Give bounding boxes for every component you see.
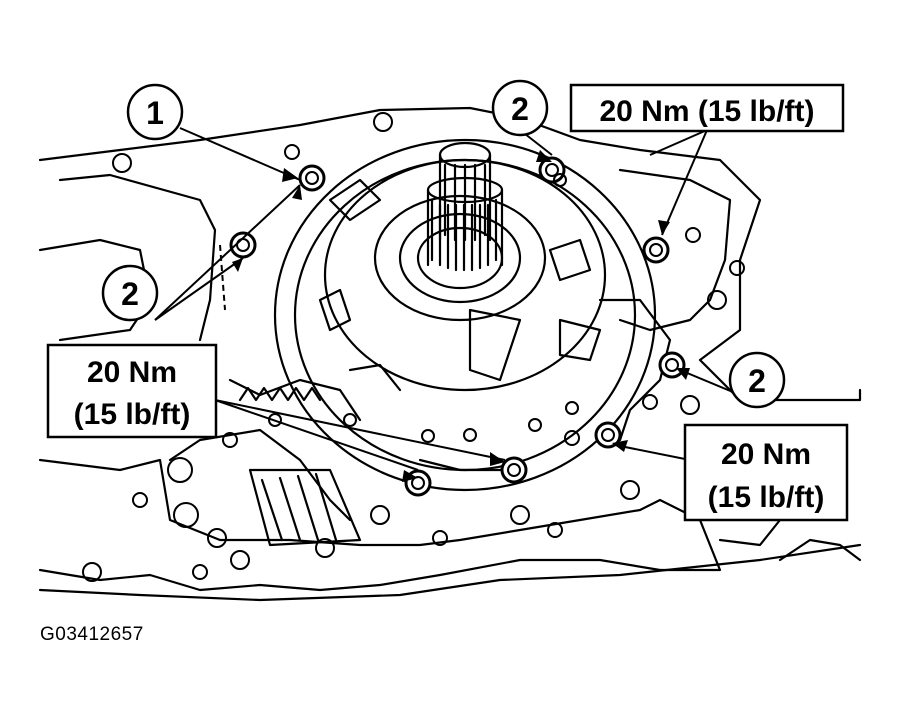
torque-label-right: 20 Nm (15 lb/ft)	[683, 423, 849, 522]
oil-pump-body	[273, 138, 657, 492]
input-shaft	[426, 141, 504, 272]
callout-2-top: 2	[491, 79, 549, 137]
callout-2-left-number: 2	[121, 276, 139, 312]
bolts	[229, 156, 686, 497]
arrowheads	[232, 150, 690, 482]
callout-1: 1	[126, 83, 184, 141]
callout-2-right-number: 2	[748, 363, 766, 399]
torque-label-top-text: 20 Nm (15 lb/ft)	[599, 95, 814, 128]
torque-label-left-line2: (15 lb/ft)	[74, 398, 191, 431]
torque-label-left: 20 Nm (15 lb/ft)	[46, 343, 218, 439]
figure-id: G03412657	[40, 624, 144, 645]
gear	[238, 386, 362, 547]
torque-label-top: 20 Nm (15 lb/ft)	[569, 83, 845, 133]
case-holes	[82, 112, 745, 582]
callout-2-top-number: 2	[511, 91, 529, 127]
callout-1-number: 1	[146, 95, 164, 131]
callout-2-right: 2	[728, 351, 786, 409]
torque-label-right-line1: 20 Nm	[721, 438, 811, 471]
torque-label-left-line1: 20 Nm	[87, 356, 177, 389]
torque-label-right-line2: (15 lb/ft)	[708, 481, 825, 514]
callout-2-left: 2	[101, 264, 159, 322]
